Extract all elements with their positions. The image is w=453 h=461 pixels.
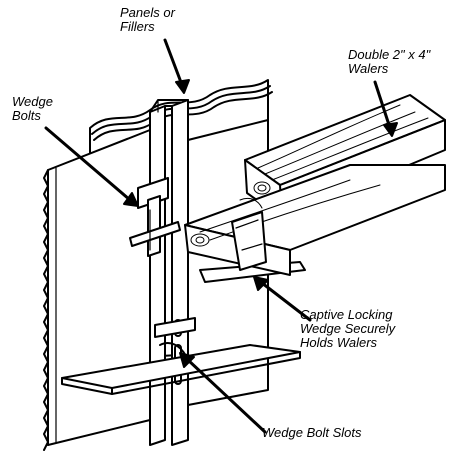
panel-rail-right xyxy=(171,99,189,446)
label-wedge-bolts: Wedge Bolts xyxy=(12,95,53,123)
label-line: Double 2" x 4" xyxy=(348,47,431,62)
panel-serrated-edge xyxy=(43,169,49,451)
label-line: Bolts xyxy=(12,108,41,123)
label-line: Walers xyxy=(348,61,389,76)
label-wedge-bolt-slots: Wedge Bolt Slots xyxy=(262,426,361,440)
label-line: Wedge Securely xyxy=(300,321,396,336)
label-line: Panels or xyxy=(120,5,175,20)
panel-rail-left xyxy=(149,105,166,446)
label-line: Wedge Bolt Slots xyxy=(262,425,362,440)
label-walers: Double 2" x 4" Walers xyxy=(348,48,430,76)
leader-arrows xyxy=(44,38,398,434)
label-line: Fillers xyxy=(120,19,155,34)
label-line: Holds Walers xyxy=(300,335,378,350)
label-line: Captive Locking xyxy=(300,307,393,322)
wedge-bolt-lower xyxy=(154,317,196,338)
label-line: Wedge xyxy=(12,94,53,109)
left-panel xyxy=(47,129,151,446)
label-captive-locking-wedge: Captive Locking Wedge Securely Holds Wal… xyxy=(300,308,395,350)
label-panels-or-fillers: Panels or Fillers xyxy=(120,6,175,34)
